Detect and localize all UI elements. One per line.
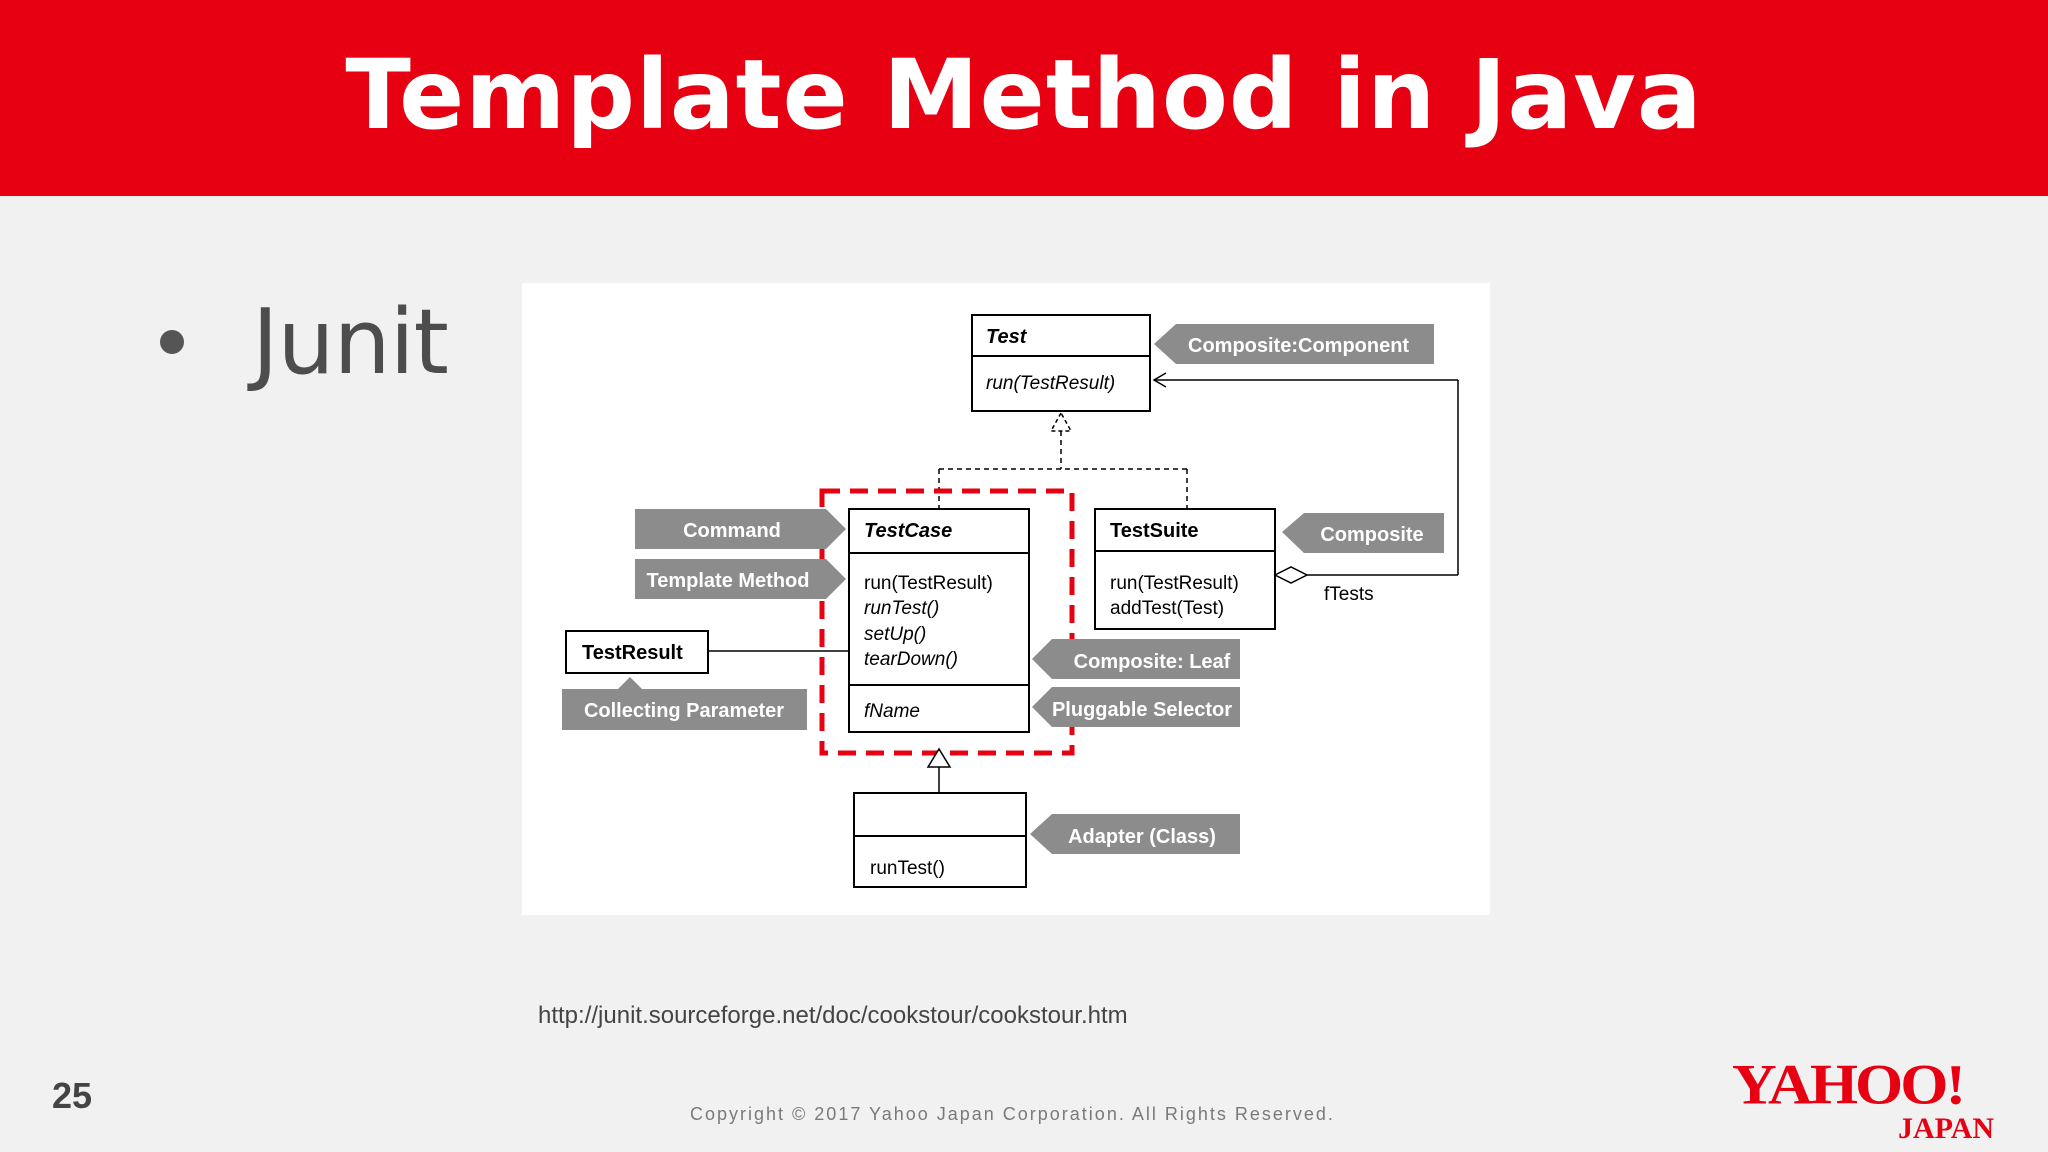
tag-composite: Composite bbox=[1282, 513, 1444, 553]
class-testcase-name: TestCase bbox=[864, 520, 952, 542]
class-testcase-method: run(TestResult) bbox=[864, 573, 993, 594]
class-testcase-field: fName bbox=[864, 701, 920, 722]
tag-composite-leaf: Composite: Leaf bbox=[1032, 639, 1240, 679]
tag-pluggable-selector: Pluggable Selector bbox=[1032, 687, 1240, 727]
realization-arrow bbox=[938, 411, 1188, 509]
tag-label: Adapter (Class) bbox=[1068, 826, 1216, 848]
tag-collecting-parameter: Collecting Parameter bbox=[562, 677, 807, 730]
tag-label: Pluggable Selector bbox=[1052, 699, 1232, 721]
yahoo-japan-logo: YAHOO! JAPAN bbox=[1728, 1053, 2024, 1149]
uml-diagram: Test run(TestResult) TestCase run(TestRe… bbox=[522, 283, 1490, 915]
tag-command: Command bbox=[635, 509, 846, 549]
tag-composite-component: Composite:Component bbox=[1154, 324, 1434, 364]
page-number: 25 bbox=[52, 1075, 93, 1116]
class-testresult: TestResult bbox=[565, 630, 849, 674]
class-testresult-name: TestResult bbox=[582, 642, 683, 664]
inheritance-arrow bbox=[926, 747, 952, 793]
class-subclass-method: runTest() bbox=[870, 858, 945, 879]
class-test: Test run(TestResult) bbox=[971, 314, 1151, 412]
template-method-highlight bbox=[819, 488, 1075, 756]
tag-label: Composite: Leaf bbox=[1074, 651, 1231, 673]
logo-sub: JAPAN bbox=[1898, 1112, 1994, 1144]
class-test-method: run(TestResult) bbox=[986, 373, 1115, 394]
association-label: fTests bbox=[1324, 584, 1374, 605]
tag-label: Composite bbox=[1320, 524, 1423, 546]
title-bar bbox=[0, 0, 2048, 196]
class-testsuite: TestSuite run(TestResult) addTest(Test) bbox=[1094, 508, 1276, 630]
slide-title: Template Method in Java bbox=[345, 39, 1703, 151]
class-testcase-method: runTest() bbox=[864, 598, 939, 619]
class-testcase-method: tearDown() bbox=[864, 649, 958, 670]
source-url: http://junit.sourceforge.net/doc/cooksto… bbox=[538, 1002, 1128, 1029]
tag-label: Composite:Component bbox=[1188, 335, 1409, 357]
class-test-name: Test bbox=[986, 326, 1028, 348]
tag-label: Collecting Parameter bbox=[584, 700, 784, 722]
tag-label: Template Method bbox=[647, 570, 810, 592]
bullet-icon bbox=[160, 330, 184, 354]
class-testcase-method: setUp() bbox=[864, 624, 926, 645]
class-testsuite-name: TestSuite bbox=[1110, 520, 1199, 542]
class-testcase: TestCase run(TestResult) runTest() setUp… bbox=[848, 508, 1030, 733]
tag-adapter-class: Adapter (Class) bbox=[1030, 814, 1240, 854]
copyright-text: Copyright © 2017 Yahoo Japan Corporation… bbox=[690, 1104, 1335, 1124]
logo-main: YAHOO! bbox=[1732, 1054, 1963, 1116]
bullet-text: Junit bbox=[252, 290, 449, 395]
class-testsuite-method: addTest(Test) bbox=[1110, 598, 1224, 619]
tag-label: Command bbox=[683, 520, 781, 542]
class-subclass: runTest() bbox=[853, 792, 1027, 888]
tag-template-method: Template Method bbox=[635, 559, 846, 599]
class-testsuite-method: run(TestResult) bbox=[1110, 573, 1239, 594]
aggregation-ftests: fTests bbox=[1152, 372, 1459, 605]
